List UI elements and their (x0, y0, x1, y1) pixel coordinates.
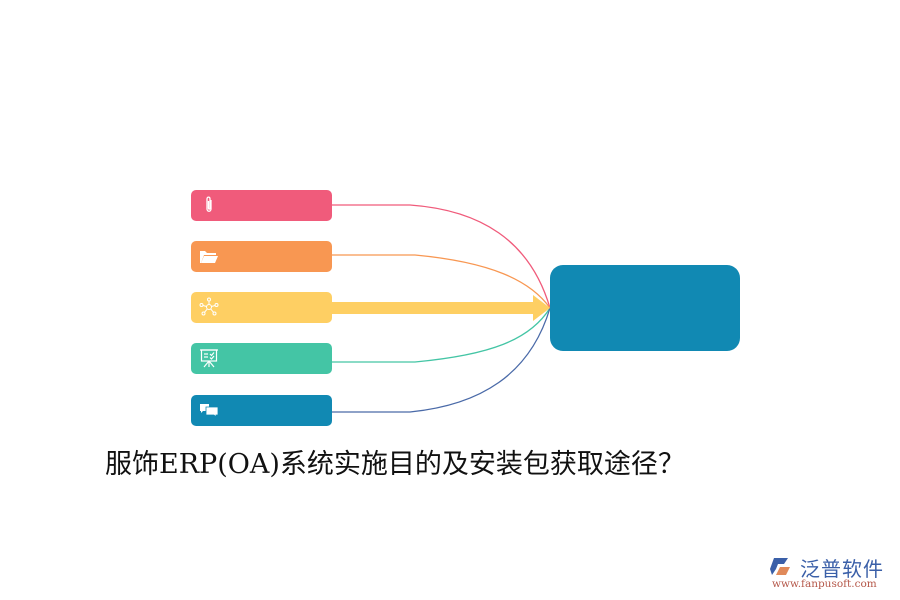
paperclip-icon (206, 196, 212, 212)
connector-line-5 (332, 307, 551, 413)
center-node[interactable] (550, 265, 740, 351)
highlight-arrow-head (533, 295, 550, 321)
brand-logo: 泛普软件 www.fanpusoft.com (768, 553, 898, 593)
logo-mark-icon (770, 558, 790, 575)
connector-line-2 (332, 254, 551, 309)
item-box-2[interactable] (191, 241, 332, 272)
item-box-5[interactable] (191, 395, 332, 426)
connector-line-1 (332, 204, 551, 309)
network-icon (199, 297, 219, 316)
folder-open-icon (200, 251, 218, 263)
chat-bubbles-icon (200, 404, 219, 418)
logo-name: 泛普软件 (800, 557, 884, 581)
item-box-4[interactable] (191, 343, 332, 374)
logo-url: www.fanpusoft.com (772, 578, 877, 590)
connector-line-4 (332, 307, 551, 363)
diagram-title: 服饰ERP(OA)系统实施目的及安装包获取途径？ (105, 449, 685, 480)
presentation-board-icon (200, 349, 218, 368)
item-box-1[interactable] (191, 190, 332, 221)
item-box-3[interactable] (191, 292, 332, 323)
highlight-arrow-shaft (330, 302, 535, 314)
